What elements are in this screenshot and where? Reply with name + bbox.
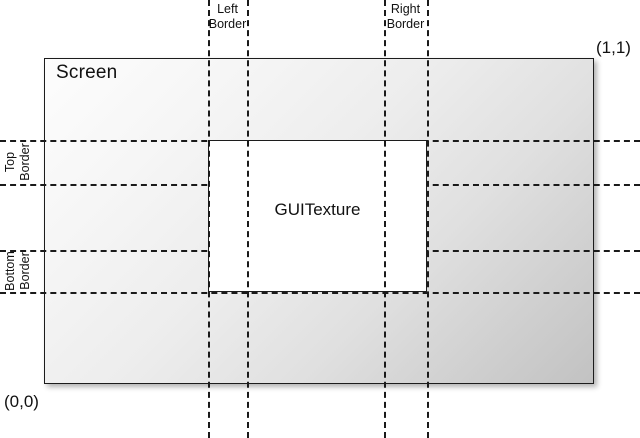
left-border-label: Left Border (208, 2, 247, 32)
coordinate-top-right: (1,1) (596, 38, 631, 57)
right-border-label-line2: Border (386, 17, 425, 31)
guitexture-rectangle (208, 140, 427, 292)
top-border-label-line1: Top (3, 151, 17, 173)
bottom-border-label-line2: Border (18, 252, 32, 290)
guideline-vertical-left-outer (208, 0, 210, 438)
top-border-label: Top Border (3, 140, 33, 184)
guideline-horizontal-bottom-outer (0, 292, 640, 294)
left-border-label-line2: Border (208, 17, 247, 31)
bottom-border-label: Bottom Border (3, 250, 33, 292)
screen-label: Screen (56, 62, 118, 83)
top-border-label-line2: Border (18, 143, 32, 181)
coordinate-bottom-left: (0,0) (4, 392, 39, 411)
guitexture-label: GUITexture (274, 200, 361, 219)
right-border-label: Right Border (384, 2, 427, 32)
guideline-vertical-right-outer (427, 0, 429, 438)
bottom-border-label-line1: Bottom (3, 251, 17, 291)
guideline-vertical-left-inner (247, 0, 249, 438)
right-border-label-line1: Right (390, 2, 421, 16)
left-border-label-line1: Left (217, 2, 238, 16)
guideline-vertical-right-inner (384, 0, 386, 438)
